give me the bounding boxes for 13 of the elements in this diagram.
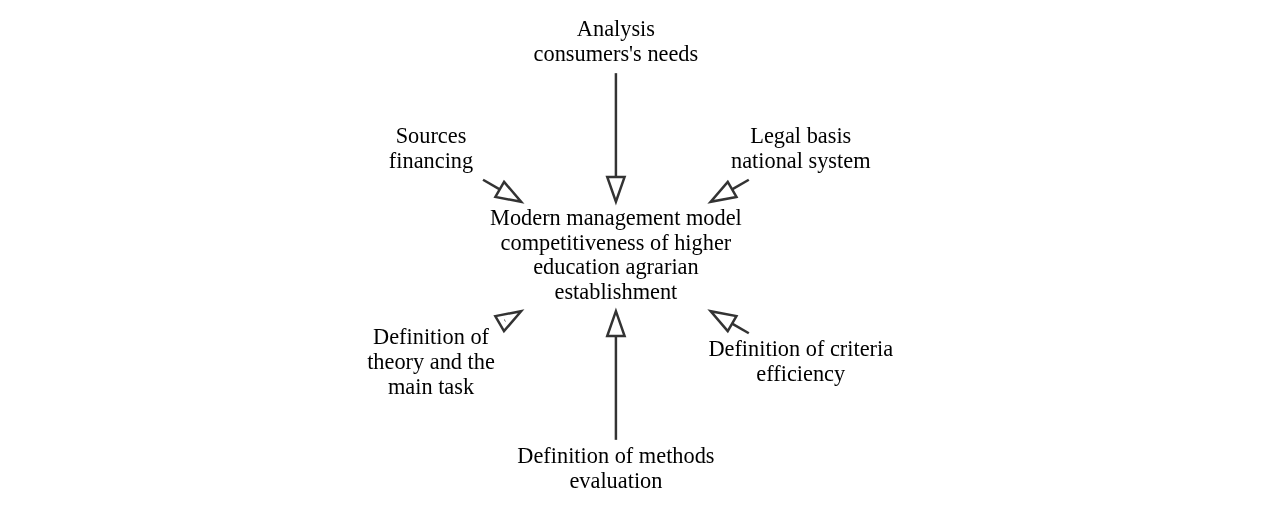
arrow (707, 309, 750, 335)
node-text: Definition of theory and the main task (367, 323, 495, 399)
arrow (707, 178, 750, 204)
arrow (493, 309, 525, 334)
node-text: Modern management model competitiveness of higher education agrarian establishment (490, 204, 742, 305)
arrow (605, 73, 627, 206)
node-text: Analysis consumers's needs (533, 16, 699, 66)
arrow (605, 307, 627, 440)
node-text: Legal basis national system (731, 122, 871, 173)
node-text: Sources financing (388, 122, 474, 173)
node-text: Definition of criteria efficiency (708, 336, 894, 387)
node-text: Definition of methods evaluation (517, 443, 715, 493)
arrow (482, 178, 525, 204)
